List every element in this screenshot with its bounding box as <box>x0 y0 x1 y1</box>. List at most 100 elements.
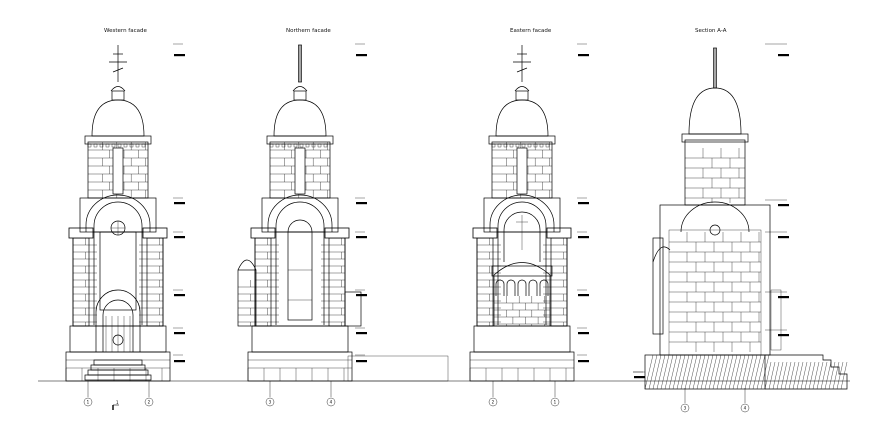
dentil <box>509 143 514 148</box>
terrace-hatch <box>836 361 844 390</box>
door-frame <box>102 299 134 352</box>
level-tag <box>174 332 185 335</box>
dentil <box>141 143 146 148</box>
axis-markers: 1 2 3 4 2 1 3 <box>83 381 750 413</box>
svg-text:3: 3 <box>269 400 272 405</box>
foundation-hatch <box>672 354 682 390</box>
dentil <box>317 143 322 148</box>
drum-cornice <box>84 135 152 145</box>
apse-niche <box>539 279 549 296</box>
section-dome <box>688 87 742 135</box>
dome <box>495 99 549 137</box>
foundation-hatch <box>652 354 662 390</box>
dentil <box>123 143 128 148</box>
lantern <box>515 90 529 101</box>
foundation-hatch <box>668 354 678 390</box>
foundation-hatch <box>752 354 762 390</box>
svg-text:4: 4 <box>330 400 333 405</box>
level-tag <box>778 334 789 337</box>
apse-window-arch <box>503 211 541 262</box>
terrace-hatch <box>812 361 820 390</box>
capital-left <box>472 227 498 239</box>
level-tag <box>578 54 589 57</box>
view-title-section: Section A-A <box>695 28 727 34</box>
dentil <box>87 143 92 148</box>
foundation-hatch <box>680 354 690 390</box>
dome <box>273 99 327 137</box>
inner-arch <box>275 201 325 325</box>
terrace-hatch <box>808 361 816 390</box>
svg-text:1: 1 <box>554 400 557 405</box>
drum-cornice <box>266 135 334 145</box>
foundation-hatch <box>744 354 754 390</box>
svg-text:4: 4 <box>744 406 747 411</box>
foundation-hatch <box>720 354 730 390</box>
lower-cornice <box>473 325 571 353</box>
pilaster-right <box>146 237 164 327</box>
terrace-hatch <box>792 361 800 390</box>
drum <box>491 141 553 199</box>
terrace-hatch <box>840 361 848 390</box>
lantern <box>293 90 307 101</box>
foundation-hatch <box>740 354 750 390</box>
pilaster-right <box>550 237 568 327</box>
side-annex <box>237 269 257 327</box>
axis-marker: 2 <box>488 381 498 407</box>
annex-vault <box>652 246 671 263</box>
drum <box>269 141 331 199</box>
level-tag <box>356 236 367 239</box>
foundation-hatch <box>656 354 666 390</box>
drum-window <box>112 147 124 195</box>
central-window-panel <box>99 231 137 311</box>
tower-west-facade <box>65 43 185 382</box>
terrace-hatch <box>796 361 804 390</box>
terrace-hatch <box>784 361 792 390</box>
foundation-hatch <box>664 354 674 390</box>
section-cut-mark: 1 <box>112 400 119 410</box>
capital-left <box>68 227 94 239</box>
foundation-hatch <box>676 354 686 390</box>
annex-dome <box>237 259 257 271</box>
svg-text:2: 2 <box>148 400 151 405</box>
big-arch <box>489 194 555 232</box>
foundation-hatch <box>696 354 706 390</box>
view-title-west: Western facade <box>104 28 147 34</box>
pilaster-left <box>254 237 272 327</box>
interior-vault <box>680 201 750 233</box>
lantern-cap <box>514 86 530 92</box>
level-tag <box>174 54 185 57</box>
foundation-hatch <box>724 354 734 390</box>
apse-niche <box>495 279 505 296</box>
level-tag <box>778 204 789 207</box>
level-tag <box>356 202 367 205</box>
foundation-hatch <box>648 354 658 390</box>
terrace-hatch <box>764 361 772 390</box>
level-tag <box>778 236 789 239</box>
dentil <box>527 143 532 148</box>
level-tag <box>356 360 367 363</box>
spire-rod <box>298 44 302 83</box>
dentil <box>299 143 304 148</box>
terrace-hatch <box>824 361 832 390</box>
level-tag <box>174 360 185 363</box>
tower-plinth <box>247 351 353 382</box>
level-tag <box>174 202 185 205</box>
foundation-hatch <box>692 354 702 390</box>
lantern <box>111 90 125 101</box>
dentil <box>111 143 116 148</box>
dentil <box>129 143 134 148</box>
foundation-hatch <box>732 354 742 390</box>
drum <box>87 141 149 199</box>
big-arch <box>85 194 151 232</box>
dentil <box>293 143 298 148</box>
level-tag <box>578 294 589 297</box>
pilaster-left <box>72 237 90 327</box>
foundation-hatch <box>700 354 710 390</box>
drum-cornice <box>488 135 556 145</box>
inner-arch <box>93 201 143 325</box>
foundation-hatch <box>644 354 654 390</box>
terrace-hatch <box>800 361 808 390</box>
dentil <box>515 143 520 148</box>
svg-text:3: 3 <box>684 406 687 411</box>
